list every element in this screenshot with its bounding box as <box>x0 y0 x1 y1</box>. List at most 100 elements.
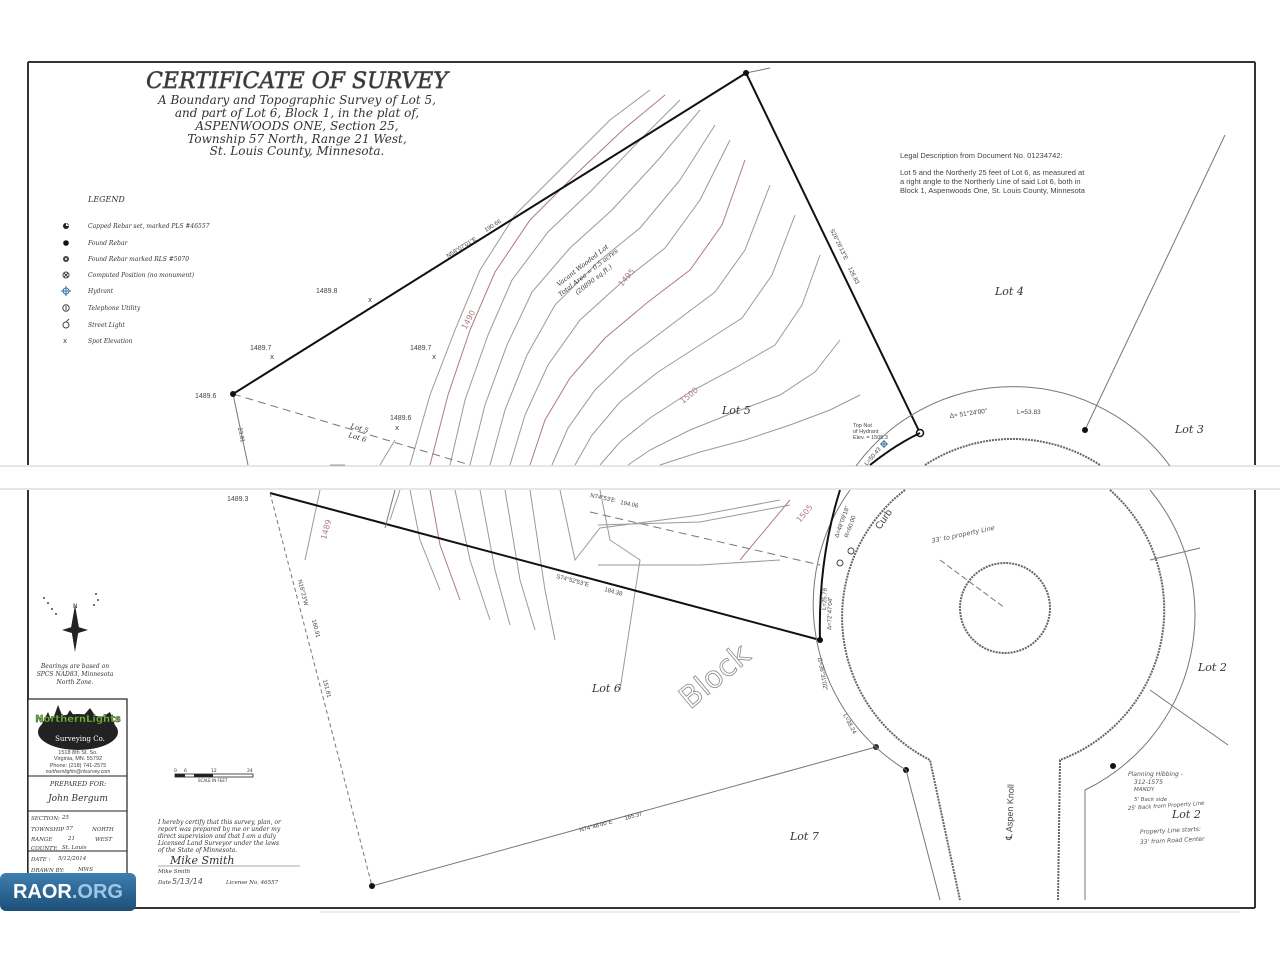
contour-label: 1495 <box>617 267 637 288</box>
certification: I hereby certify that this survey, plan,… <box>157 819 300 886</box>
date-label: DATE : <box>30 857 51 863</box>
title-line: A Boundary and Topographic Survey of Lot… <box>157 93 436 107</box>
hydrant-icon <box>61 286 71 296</box>
logo-subtext: Surveying Co. <box>55 735 105 743</box>
drawn-by-label: DRAWN BY: <box>30 868 64 874</box>
spot-elevation: 1489.6 <box>195 393 217 400</box>
title-line: Township 57 North, Range 21 West, <box>187 132 406 146</box>
lot-7-label: Lot 7 <box>789 830 819 843</box>
hydrant-note-line: of Hydrant <box>853 429 879 435</box>
raor-watermark-suffix: .ORG <box>71 881 123 903</box>
found-rebar-icon <box>63 240 69 246</box>
computed-position-icon <box>62 271 70 279</box>
legend-label: Found Rebar marked RLS #5070 <box>87 256 189 263</box>
scale-label: SCALE IN FEET <box>198 778 228 783</box>
lot-2-label-hand: Lot 2 <box>1171 808 1201 821</box>
hydrant-note: Top Nut of Hydrant Elev. = 1505.3 <box>836 423 888 567</box>
svg-text:x: x <box>270 353 274 361</box>
cert-date-label: Date <box>157 880 172 886</box>
spot-elevation-icon: x <box>63 337 67 345</box>
lot-5-label: Lot 5 <box>721 404 751 417</box>
bearing-note-line: North Zone. <box>55 679 93 686</box>
info-box: NorthernLights Surveying Co. 1518 8th St… <box>27 698 128 880</box>
spot-elevation: 1489.7 <box>250 345 272 352</box>
contour-label: 1505 <box>795 503 815 524</box>
cul-de-sac <box>812 386 1229 901</box>
handwritten-note: Planning Hibbing - <box>1128 771 1183 778</box>
legal-heading: Legal Description from Document No. 0123… <box>900 151 1063 160</box>
township-dir: NORTH <box>91 827 114 833</box>
scale-tick: 24 <box>247 768 253 774</box>
svg-text:x: x <box>395 424 399 432</box>
company-phone: Phone: (218) 741-2575 <box>50 763 107 769</box>
curve-delta: Δ=36°31'02" <box>816 657 828 691</box>
bearing-note-line: Bearings are based on <box>40 663 109 670</box>
cert-line: report was prepared by me or under my <box>158 826 281 833</box>
section-label: SECTION: <box>31 816 60 822</box>
prepared-for-label: PREPARED FOR: <box>49 780 106 788</box>
bearing-label: N74°53'E <box>590 493 616 504</box>
legal-line: Block 1, Aspenwoods One, St. Louis Count… <box>900 186 1086 195</box>
lot-3-label: Lot 3 <box>1174 423 1204 436</box>
company-logo: NorthernLights Surveying Co. <box>35 705 121 750</box>
range-label: RANGE <box>30 837 52 843</box>
hydrant-icon <box>880 440 888 448</box>
cert-line: direct supervision and that I am a duly <box>158 833 277 840</box>
signature: Mike Smith <box>169 854 234 867</box>
legal-line: Lot 5 and the Northerly 25 feet of Lot 6… <box>900 168 1085 177</box>
cert-date: 5/13/14 <box>172 877 203 886</box>
hydrant-note-line: Elev. = 1505.3 <box>853 435 888 441</box>
section-value: 25 <box>61 815 69 821</box>
lot-area-note: Vacant Wooded Lot Total Area = 0.5 acres… <box>555 243 620 299</box>
title-heading: CERTIFICATE OF SURVEY <box>146 69 450 94</box>
contour-label: 1489 <box>319 519 333 541</box>
distance-label: 160.91 <box>310 619 320 639</box>
legend-label: Found Rebar <box>87 240 128 247</box>
cert-line: I hereby certify that this survey, plan,… <box>157 819 282 826</box>
handwritten-note: 33' to property Line <box>931 524 996 545</box>
county-value: St. Louis <box>62 845 87 851</box>
bearing-label: S26°26'13"E <box>828 228 848 261</box>
legend-label: Spot Elevation <box>88 338 133 345</box>
legal-description: Legal Description from Document No. 0123… <box>900 151 1086 195</box>
sheet-top-border <box>0 61 1280 467</box>
scale-bar: 0 6 12 24 SCALE IN FEET <box>174 768 254 783</box>
handwritten-note: Property Line starts: <box>1140 826 1201 836</box>
road-label: ℄ Aspen Knoll <box>1004 784 1016 841</box>
company-address: 1518 8th St. So. <box>58 750 98 756</box>
curve-delta: Δ=72°47'04" <box>827 597 834 630</box>
lot-6-label: Lot 6 <box>591 682 621 695</box>
handwritten-note: 25' Back from Property Line <box>1128 801 1206 812</box>
handwritten-note: 33' from Road Center <box>1140 836 1205 846</box>
title-line: St. Louis County, Minnesota. <box>210 144 385 158</box>
hydrant-note-line: Top Nut <box>853 423 872 429</box>
township-label: TOWNSHIP <box>31 827 64 833</box>
bearing-label: N16°23'W <box>296 579 308 607</box>
distance-label: 23.81 <box>236 427 245 444</box>
spot-elevations: 1489.8x 1489.7x 1489.7x 1489.6 1489.6x 1… <box>195 288 436 503</box>
street-light-icon <box>62 318 70 329</box>
title-line: and part of Lot 6, Block 1, in the plat … <box>175 106 419 120</box>
surveyor-name: Mike Smith <box>157 869 191 875</box>
raor-watermark: RAOR.ORG <box>0 873 136 911</box>
curb-label: Curb <box>873 507 895 531</box>
legend-label: Computed Position (no monument) <box>88 272 195 279</box>
drawn-by-value: MWS <box>77 867 93 873</box>
legend-label: Hydrant <box>87 288 114 295</box>
curve-delta: Δ= 51°24'00" <box>949 407 988 420</box>
distance-label: 151.81 <box>321 679 331 699</box>
company-address: Virginia, MN. 55792 <box>54 756 102 762</box>
cert-line: Licensed Land Surveyor under the laws <box>157 840 279 847</box>
distance-label: 184.38 <box>603 587 623 598</box>
distance-label: 165.37 <box>624 811 644 822</box>
legend-label: Capped Rebar set, marked PLS #46557 <box>88 223 210 230</box>
logo-text: NorthernLights <box>35 714 121 725</box>
scale-tick: 12 <box>211 768 217 774</box>
bearing-note-line: SPCS NAD83, Minnesota <box>37 671 114 678</box>
contour-lines <box>304 89 861 691</box>
street-light-icon <box>836 559 844 567</box>
client-name: John Bergum <box>46 794 108 804</box>
distance-label: 194.06 <box>620 500 640 510</box>
handwritten-notes: 33' to property Line Planning Hibbing - … <box>931 524 1206 846</box>
